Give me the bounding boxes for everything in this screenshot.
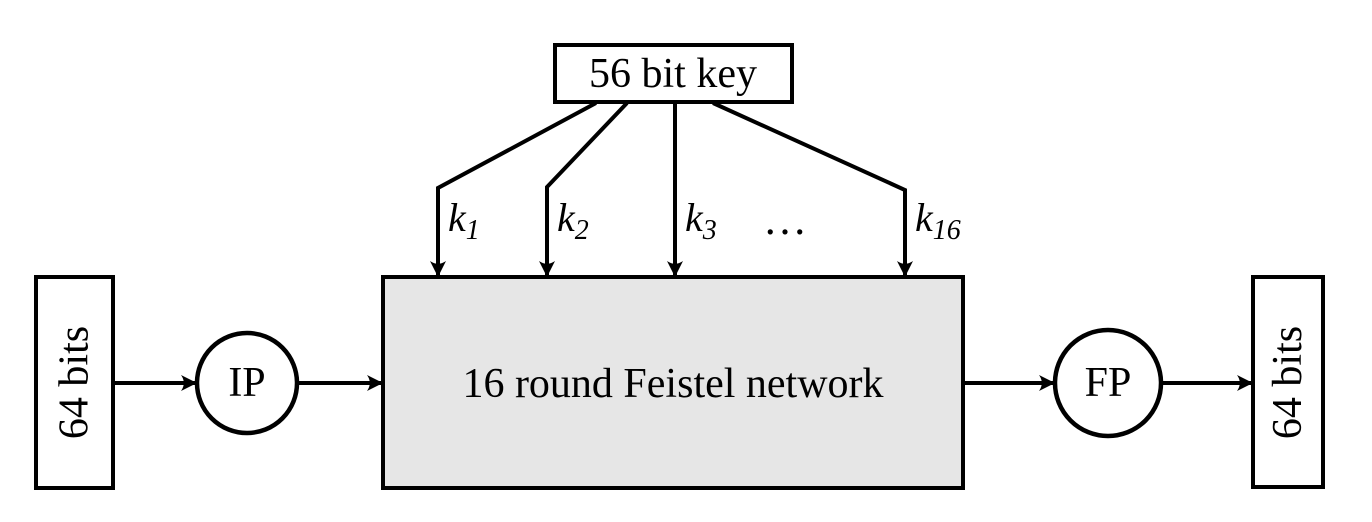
subkey-label-k2: k2 [557,195,589,246]
subkey-label-k3: k3 [685,195,717,246]
fp-circle [1052,327,1164,439]
fp-circle-label: FP [1085,360,1132,406]
subkey-label-k1: k1 [448,195,480,246]
subkey-label-k16: k16 [915,195,961,246]
input-bits-label: 64 bits [52,326,98,439]
ip-circle-label: IP [228,360,265,406]
subkey-ellipsis: … [763,195,811,244]
output-bits-box [1251,275,1325,489]
arrow-key-to-feistel-k1 [430,101,597,277]
arrow-key-to-feistel-k2 [539,101,629,277]
key-box [553,43,794,104]
key-box-label: 56 bit key [589,51,757,97]
feistel-network-label: 16 round Feistel network [462,361,883,407]
arrow-key-to-feistel-k16 [712,101,913,277]
feistel-network-box [381,275,965,490]
input-bits-box [34,275,115,490]
ip-circle [194,330,300,436]
output-bits-label: 64 bits [1265,326,1311,439]
